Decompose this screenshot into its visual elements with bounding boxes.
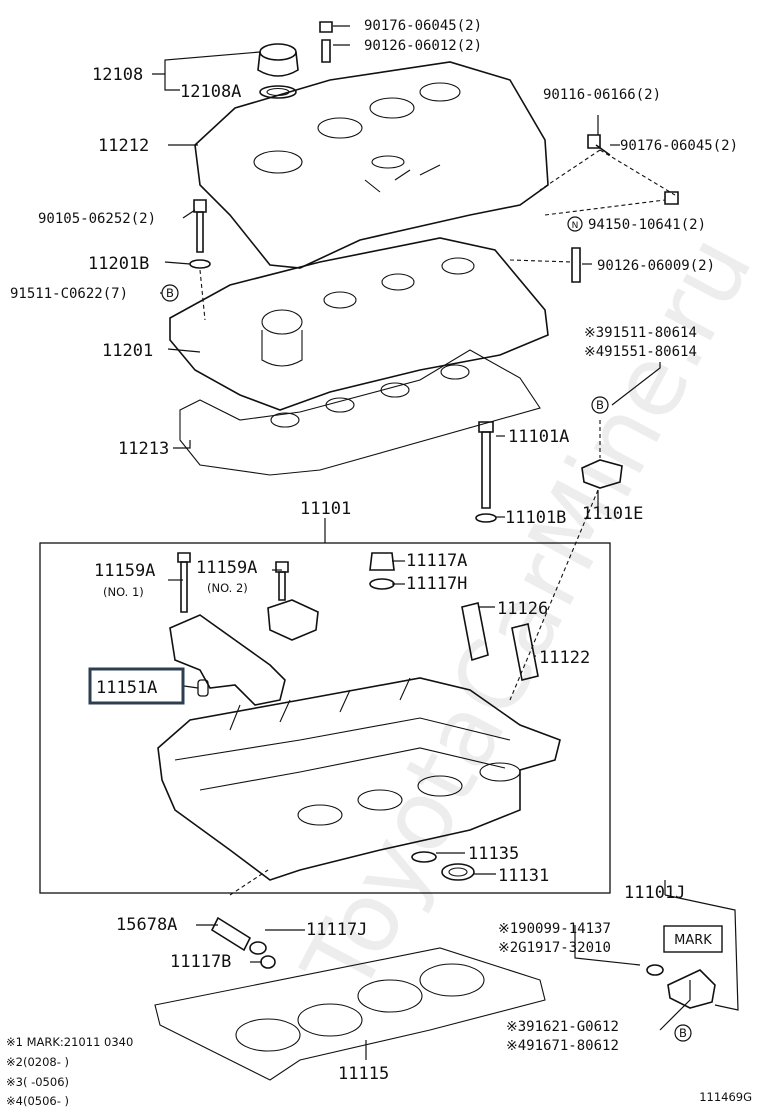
head-cover-sub-assembly-drawing xyxy=(169,237,549,411)
leader-lines xyxy=(152,25,666,1060)
plug-and-gasket-drawing xyxy=(369,552,395,590)
top-bolts-drawing xyxy=(319,21,333,63)
part-label-11201b[interactable]: 11201B xyxy=(88,254,149,274)
part-label-11101a[interactable]: 11101A xyxy=(508,427,569,447)
part-label-11101b[interactable]: 11101B xyxy=(505,508,566,528)
part-label-11101e[interactable]: 11101E xyxy=(582,504,643,524)
marker-n: N xyxy=(567,216,583,232)
part-label-11126[interactable]: 11126 xyxy=(497,599,548,619)
part-label-190099[interactable]: ※190099-14137 xyxy=(498,921,611,937)
part-label-90126-top[interactable]: 90126-06012(2) xyxy=(364,38,482,54)
part-label-90176-right[interactable]: 90176-06045(2) xyxy=(620,138,738,154)
part-label-11201[interactable]: 11201 xyxy=(102,341,153,361)
footnote-3: ※3( -0506) xyxy=(6,1075,69,1089)
part-label-11159a-2[interactable]: 11159A xyxy=(196,558,257,578)
part-label-90116[interactable]: 90116-06166(2) xyxy=(543,87,661,103)
pins-drawing xyxy=(461,602,539,681)
svg-text:MARK: MARK xyxy=(674,933,712,948)
part-label-no1: (NO. 1) xyxy=(103,585,144,599)
part-label-91511[interactable]: 91511-C0622(7) xyxy=(10,286,128,302)
part-label-491551[interactable]: ※491551-80614 xyxy=(584,344,697,360)
part-label-11115[interactable]: 11115 xyxy=(338,1064,389,1084)
part-label-11117j[interactable]: 11117J xyxy=(306,920,367,940)
svg-text:B: B xyxy=(596,398,604,412)
part-label-491671[interactable]: ※491671-80612 xyxy=(506,1038,619,1054)
oil-filler-cap-drawing xyxy=(257,43,299,99)
part-label-11151a[interactable]: 11151A xyxy=(96,678,157,698)
part-label-11212[interactable]: 11212 xyxy=(98,136,149,156)
part-label-no2: (NO. 2) xyxy=(207,581,248,595)
mark-callout: MARK xyxy=(663,925,723,953)
head-gasket-drawing xyxy=(154,947,546,1081)
part-label-11131[interactable]: 11131 xyxy=(498,866,549,886)
head-cover-drawing xyxy=(194,61,549,269)
cylinder-head-drawing xyxy=(157,677,561,881)
footnote-4: ※4(0506- ) xyxy=(6,1094,69,1108)
svg-text:N: N xyxy=(572,221,579,231)
part-label-11101[interactable]: 11101 xyxy=(300,499,351,519)
head-cover-gasket-drawing xyxy=(179,349,541,476)
oil-control-valve-drawing xyxy=(574,894,739,1031)
footnote-2: ※2(0208- ) xyxy=(6,1055,69,1069)
part-label-90176-top[interactable]: 90176-06045(2) xyxy=(364,18,482,34)
marker-b-1: B xyxy=(161,284,179,302)
part-label-391621[interactable]: ※391621-G0612 xyxy=(506,1019,619,1035)
footnote-1: ※1 MARK:21011 0340 xyxy=(6,1035,133,1049)
head-bolt-drawing xyxy=(475,421,497,523)
diagram-code: 111469G xyxy=(699,1090,752,1104)
part-label-90126-right[interactable]: 90126-06009(2) xyxy=(597,258,715,274)
part-label-90105[interactable]: 90105-06252(2) xyxy=(38,211,156,227)
highlight-box xyxy=(88,667,185,705)
camshaft-bearing-caps-drawing xyxy=(169,599,319,706)
part-label-11122[interactable]: 11122 xyxy=(539,648,590,668)
part-label-11117b[interactable]: 11117B xyxy=(170,952,231,972)
part-label-391511[interactable]: ※391511-80614 xyxy=(584,325,697,341)
part-label-12108[interactable]: 12108 xyxy=(92,65,143,85)
cam-cap-bolts-drawing xyxy=(177,552,289,613)
seals-drawing xyxy=(411,851,475,881)
part-label-94150[interactable]: 94150-10641(2) xyxy=(588,217,706,233)
marker-b-3: B xyxy=(674,1024,692,1042)
svg-text:B: B xyxy=(679,1026,687,1040)
part-label-15678a[interactable]: 15678A xyxy=(116,915,177,935)
part-label-12108a[interactable]: 12108A xyxy=(180,82,241,102)
part-label-11159a-1[interactable]: 11159A xyxy=(94,561,155,581)
part-label-11117a[interactable]: 11117A xyxy=(406,551,467,571)
part-label-11101j[interactable]: 11101J xyxy=(624,883,685,903)
cam-sensor-drawing xyxy=(509,362,661,701)
part-label-11135[interactable]: 11135 xyxy=(468,844,519,864)
part-label-11117h[interactable]: 11117H xyxy=(406,574,467,594)
right-bolts-drawing xyxy=(509,134,679,283)
marker-b-2: B xyxy=(591,396,609,414)
part-label-2g1917[interactable]: ※2G1917-32010 xyxy=(498,940,611,956)
svg-text:B: B xyxy=(166,286,174,300)
part-label-11213[interactable]: 11213 xyxy=(118,439,169,459)
